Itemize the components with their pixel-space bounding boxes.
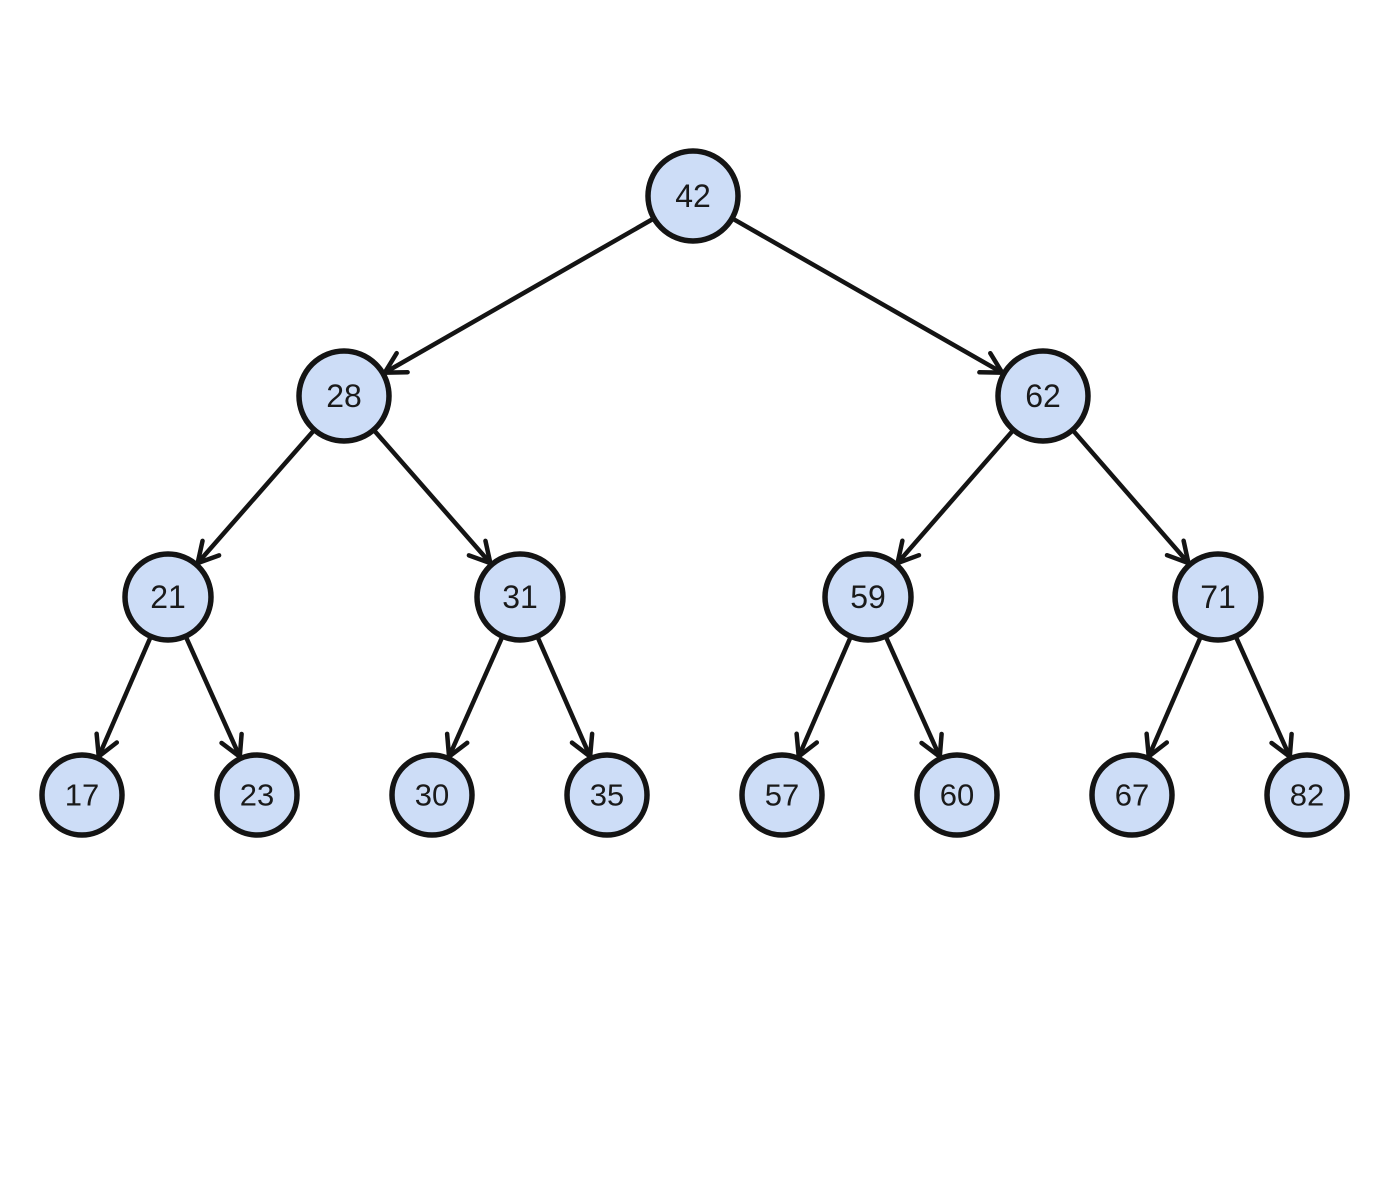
node-circle [822,551,914,643]
node-circle [39,752,125,838]
tree-node-71: 71 [1172,551,1264,643]
node-circle [1264,752,1350,838]
tree-node-59: 59 [822,551,914,643]
tree-edge-28-31 [371,427,494,567]
tree-edge-31-35 [534,634,595,761]
tree-node-82: 82 [1264,752,1350,838]
node-circle [389,752,475,838]
tree-node-42: 42 [645,148,741,244]
tree-edges [94,215,1294,761]
node-circle [995,348,1091,444]
tree-node-67: 67 [1089,752,1175,838]
tree-node-23: 23 [214,752,300,838]
tree-node-31: 31 [474,551,566,643]
tree-node-60: 60 [914,752,1000,838]
tree-edge-59-60 [883,634,944,761]
tree-node-17: 17 [39,752,125,838]
tree-node-28: 28 [296,348,392,444]
tree-edge-31-30 [444,634,505,761]
tree-edge-62-71 [1070,427,1192,567]
tree-edge-42-62 [730,215,1007,375]
tree-edge-71-82 [1233,634,1294,761]
node-circle [739,752,825,838]
tree-edge-21-23 [183,634,244,761]
tree-edge-28-21 [194,427,317,567]
tree-edge-21-17 [94,634,154,761]
node-circle [474,551,566,643]
tree-edge-42-28 [380,215,656,375]
node-circle [1089,752,1175,838]
tree-nodes: 42 28 62 21 31 59 71 17 23 30 35 57 60 67 82 [39,148,1350,838]
tree-edge-62-59 [894,427,1016,567]
node-circle [564,752,650,838]
tree-node-35: 35 [564,752,650,838]
node-circle [645,148,741,244]
node-circle [914,752,1000,838]
tree-edge-59-57 [794,634,854,761]
node-circle [214,752,300,838]
node-circle [296,348,392,444]
node-circle [1172,551,1264,643]
node-circle [122,551,214,643]
tree-node-62: 62 [995,348,1091,444]
tree-edge-71-67 [1144,634,1204,761]
tree-node-57: 57 [739,752,825,838]
tree-node-21: 21 [122,551,214,643]
tree-node-30: 30 [389,752,475,838]
